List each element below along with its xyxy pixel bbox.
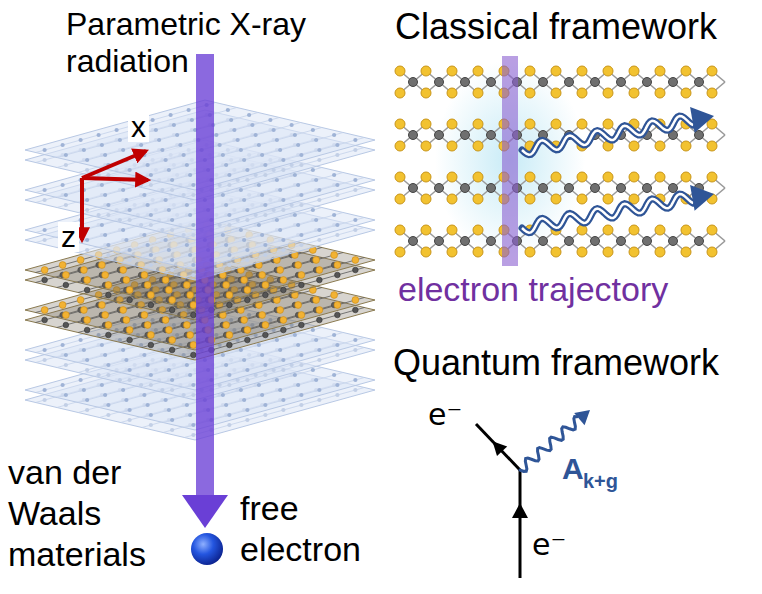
particle-label: e⁻ [428,398,462,433]
electron-label: free electron [240,488,380,570]
xray-beam [182,54,228,528]
axes [82,151,148,240]
atomic-layers [395,66,725,257]
electron-ball [191,533,223,565]
electron-beam [502,56,518,266]
material-label: van der Waals materials [8,452,158,574]
field-symbol: A [562,452,584,487]
trajectory-label: electron trajectory [398,270,668,309]
panel-title: Quantum framework [393,342,719,383]
axis-label: z [58,222,79,252]
panel-title: Classical framework [395,6,717,47]
emission-waves [522,107,714,233]
particle-label: e⁻ [532,528,566,563]
field-subscript: k+g [583,470,618,493]
axis-label: x [128,112,149,142]
feynman-diagram [476,410,590,578]
figure-title: Parametric X-ray radiation [66,6,326,80]
